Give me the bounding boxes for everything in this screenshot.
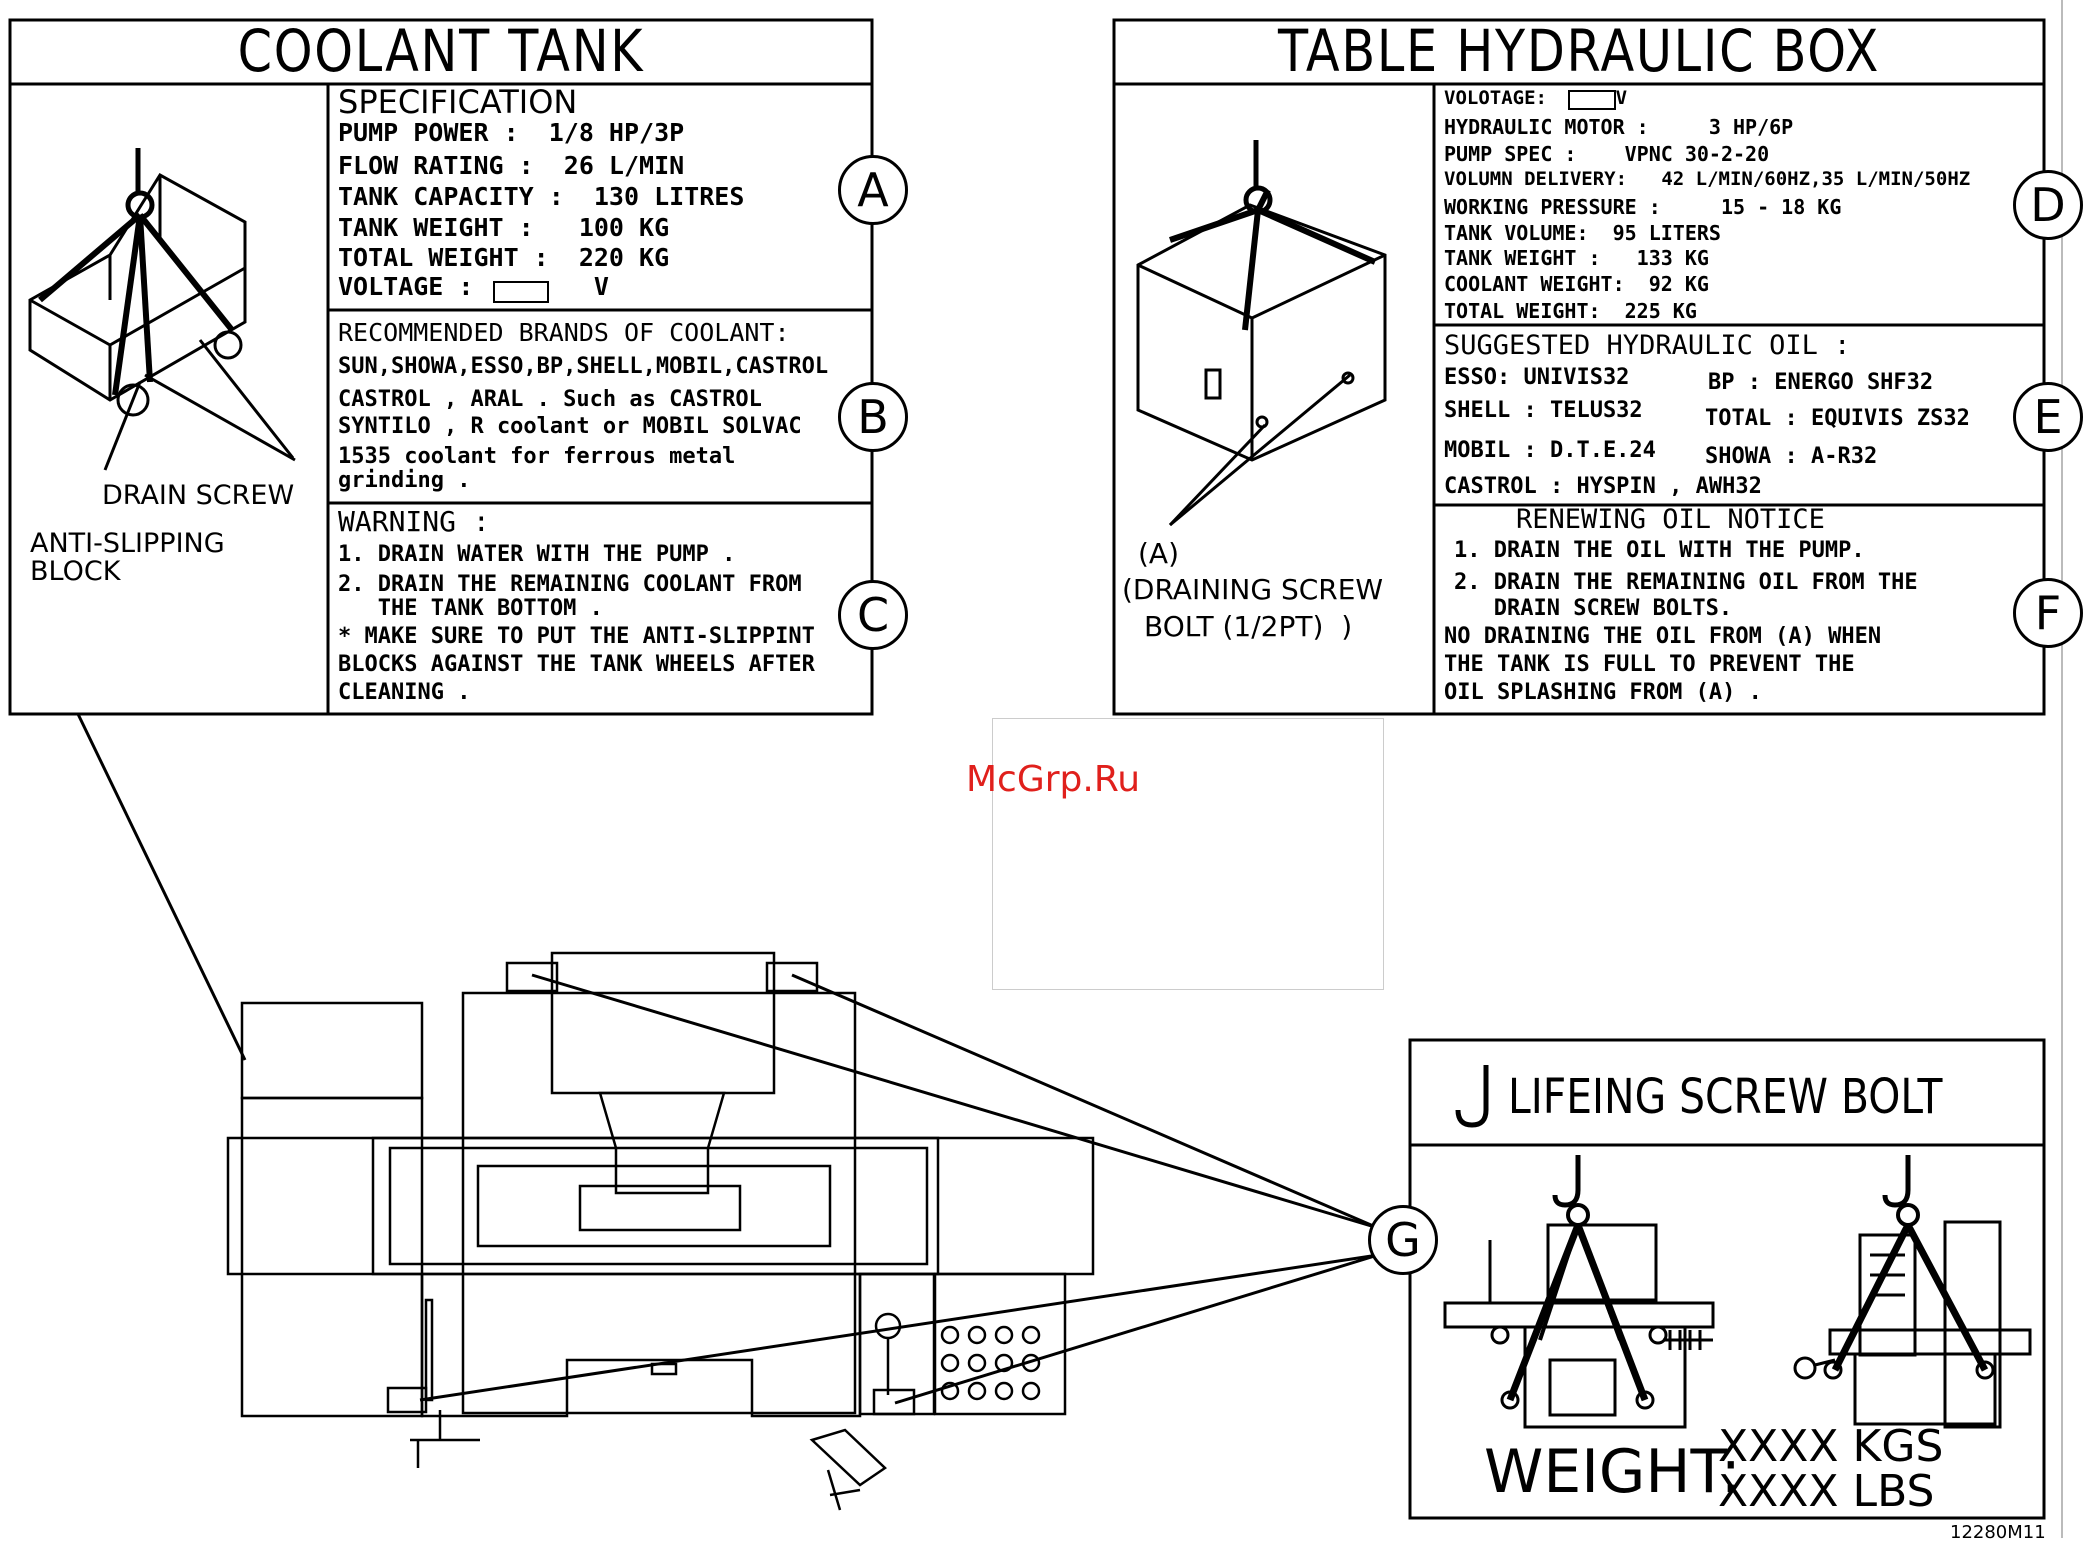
coolant-spec-line: TOTAL WEIGHT : 220 KG — [338, 243, 670, 272]
marker-e: E — [2013, 382, 2083, 452]
hydraulic-box-illustration — [1136, 140, 1387, 527]
coolant-warning-line: CLEANING . — [338, 680, 471, 705]
marker-a: A — [838, 155, 908, 225]
coolant-warning-line: BLOCKS AGAINST THE TANK WHEELS AFTER — [338, 652, 815, 677]
hydraulic-spec-line: WORKING PRESSURE : 15 - 18 KG — [1444, 195, 1842, 219]
renewing-oil-heading: RENEWING OIL NOTICE — [1516, 504, 1825, 535]
watermark-text: McGrp.Ru — [966, 759, 1141, 800]
coolant-warning-heading: WARNING : — [338, 505, 490, 538]
draining-screw-label-3: BOLT (1/2PT) ) — [1144, 610, 1353, 643]
coolant-spec-line: FLOW RATING : 26 L/MIN — [338, 151, 685, 180]
hydraulic-spec-line: TANK WEIGHT : 133 KG — [1444, 246, 1709, 270]
coolant-title: COOLANT TANK — [237, 17, 645, 85]
coolant-warning-line: * MAKE SURE TO PUT THE ANTI-SLIPPINT — [338, 624, 815, 649]
marker-g: G — [1368, 1205, 1438, 1275]
oil-brand-line: CASTROL : HYSPIN , AWH32 — [1444, 474, 1762, 499]
anti-slipping-label: ANTI-SLIPPING — [30, 528, 225, 559]
coolant-brand-line: 1535 coolant for ferrous metal — [338, 444, 736, 469]
oil-brand-line: ESSO: UNIVIS32 — [1444, 365, 1630, 390]
notice-line: THE TANK IS FULL TO PREVENT THE — [1444, 652, 1855, 677]
hydraulic-spec-line: COOLANT WEIGHT: 92 KG — [1444, 272, 1709, 296]
g-leader-lines — [419, 973, 1379, 1405]
coolant-panel-frame — [8, 18, 874, 716]
machine-plan-view — [226, 951, 1095, 1511]
coolant-spec-line: TANK CAPACITY : 130 LITRES — [338, 182, 745, 211]
drawing-number: 12280M11 — [1950, 1522, 2046, 1543]
hydraulic-panel-frame — [1112, 18, 2046, 716]
lifting-panel-frame — [1408, 1038, 2046, 1520]
coolant-spec-line: VOLTAGE : V — [338, 272, 609, 301]
hydraulic-spec-line: TANK VOLUME: 95 LITERS — [1444, 221, 1721, 245]
weight-label: WEIGHT: — [1484, 1437, 1741, 1507]
coolant-warning-line: 1. DRAIN WATER WITH THE PUMP . — [338, 542, 736, 567]
marker-c: C — [838, 580, 908, 650]
hydraulic-spec-line: HYDRAULIC MOTOR : 3 HP/6P — [1444, 115, 1794, 139]
oil-brand-line: SHELL : TELUS32 — [1444, 398, 1643, 423]
anti-slipping-label-2: BLOCK — [30, 556, 121, 587]
hydraulic-oil-heading: SUGGESTED HYDRAULIC OIL : — [1444, 330, 1851, 361]
coolant-brand-line: CASTROL , ARAL . Such as CASTROL — [338, 387, 762, 412]
lifting-machine-right — [1793, 1155, 2032, 1429]
draining-screw-label-2: (DRAINING SCREW — [1122, 573, 1384, 606]
hook-icon — [1455, 1065, 1489, 1128]
drain-screw-label: DRAIN SCREW — [102, 480, 295, 511]
oil-brand-line: TOTAL : EQUIVIS ZS32 — [1705, 406, 1970, 431]
lifting-machine-left — [1443, 1155, 1715, 1429]
notice-line: DRAIN SCREW BOLTS. — [1454, 596, 1733, 621]
hydraulic-title: TABLE HYDRAULIC BOX — [1277, 17, 1881, 85]
voltage-box — [493, 281, 549, 303]
marker-f: F — [2013, 578, 2083, 648]
oil-brand-line: BP : ENERGO SHF32 — [1708, 370, 1934, 395]
coolant-brand-line: grinding . — [338, 468, 471, 493]
lifting-title: LIFEING SCREW BOLT — [1508, 1069, 1943, 1125]
hydraulic-spec-line: PUMP SPEC : VPNC 30-2-20 — [1444, 142, 1770, 166]
coolant-spec-line: PUMP POWER : 1/8 HP/3P — [338, 118, 685, 147]
coolant-warning-line: THE TANK BOTTOM . — [338, 596, 603, 621]
coolant-spec-line: TANK WEIGHT : 100 KG — [338, 213, 670, 242]
hydraulic-spec-line: TOTAL WEIGHT: 225 KG — [1444, 299, 1697, 323]
notice-line: 1. DRAIN THE OIL WITH THE PUMP. — [1454, 538, 1865, 563]
coolant-warning-line: 2. DRAIN THE REMAINING COOLANT FROM — [338, 572, 802, 597]
notice-line: 2. DRAIN THE REMAINING OIL FROM THE — [1454, 570, 1918, 595]
notice-line: NO DRAINING THE OIL FROM (A) WHEN — [1444, 624, 1882, 649]
coolant-spec-heading: SPECIFICATION — [338, 83, 578, 121]
draining-screw-label: (A) — [1138, 537, 1180, 570]
hydraulic-spec-line: VOLOTAGE: V — [1444, 87, 1628, 109]
weight-kgs: XXXX KGS — [1718, 1421, 1944, 1472]
voltage-box-hydraulic — [1568, 90, 1616, 110]
coolant-brand-line: SUN,SHOWA,ESSO,BP,SHELL,MOBIL,CASTROL — [338, 354, 829, 379]
weight-lbs: XXXX LBS — [1718, 1466, 1935, 1517]
coolant-brand-line: SYNTILO , R coolant or MOBIL SOLVAC — [338, 414, 802, 439]
oil-brand-line: SHOWA : A-R32 — [1705, 444, 1878, 469]
oil-brand-line: MOBIL : D.T.E.24 — [1444, 438, 1656, 463]
hydraulic-spec-line: VOLUMN DELIVERY: 42 L/MIN/60HZ,35 L/MIN/… — [1444, 168, 1971, 190]
coolant-brands-heading: RECOMMENDED BRANDS OF COOLANT: — [338, 318, 790, 347]
marker-d: D — [2013, 170, 2083, 240]
notice-line: OIL SPLASHING FROM (A) . — [1444, 680, 1762, 705]
coolant-tank-illustration — [28, 148, 296, 471]
coolant-leader-line — [76, 713, 247, 1061]
watermark-box — [992, 718, 1384, 990]
marker-b: B — [838, 382, 908, 452]
